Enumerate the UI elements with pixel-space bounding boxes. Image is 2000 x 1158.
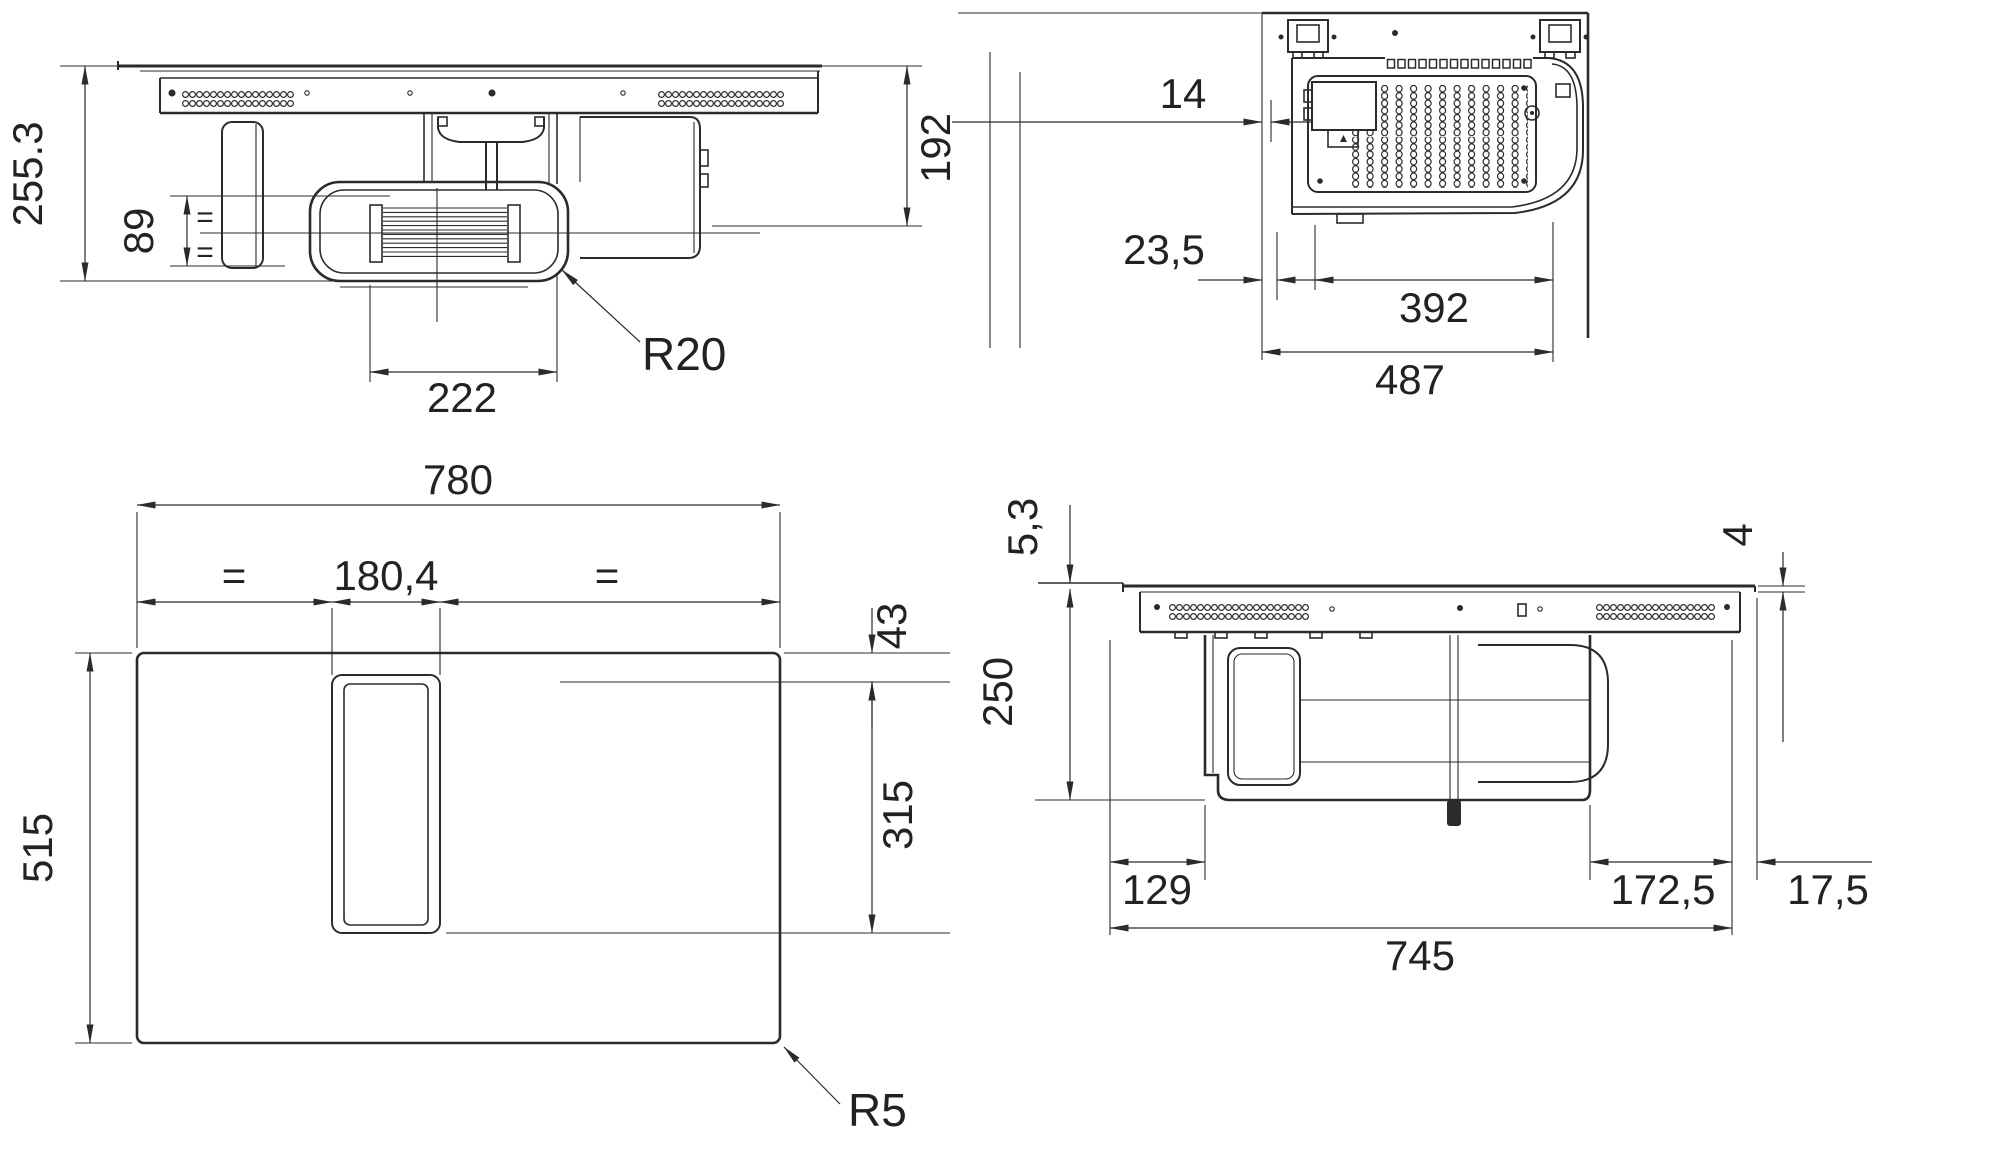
dim-glass-proud: 5,3 [999, 498, 1074, 584]
equal-mark-left: = [222, 552, 247, 599]
dim-label-780: 780 [423, 456, 493, 503]
dim-slot-position: = 180,4 = [136, 552, 781, 675]
dim-rear-gap: 17,5 [1756, 598, 1872, 913]
junction-box [1303, 81, 1377, 148]
fasteners [1524, 83, 1571, 121]
bottom-view: 14 23,5 392 487 [952, 11, 1590, 403]
dim-label-4: 4 [1714, 523, 1761, 546]
inlet-collar [423, 113, 558, 184]
radius-callout-r20: R20 [561, 269, 726, 380]
intake-slot [331, 674, 441, 934]
side-elevation-view: 5,3 250 4 129 172,5 [974, 498, 1872, 979]
dim-plate-width: 392 [1314, 222, 1554, 362]
equal-mark-bottom: = [196, 236, 214, 269]
dim-label-r5: R5 [848, 1084, 907, 1136]
dim-label-43: 43 [868, 603, 915, 650]
dim-label-250: 250 [974, 657, 1021, 727]
dim-label-255-3: 255.3 [4, 121, 51, 226]
dim-label-23-5: 23,5 [1123, 226, 1205, 273]
equal-mark-top: = [196, 201, 214, 234]
dim-width-780: 780 [136, 456, 781, 648]
vent-perforation-right [658, 90, 784, 108]
pendant-bracket [437, 116, 545, 190]
dim-label-17-5: 17,5 [1787, 866, 1869, 913]
dim-label-515: 515 [14, 813, 61, 883]
cooktop-outline [135, 651, 782, 1045]
dim-inset: 23,5 [1123, 226, 1322, 300]
dim-fan-height: 89 = = [115, 195, 390, 269]
dim-label-129: 129 [1122, 866, 1192, 913]
dim-label-315: 315 [874, 780, 921, 850]
dim-label-192: 192 [912, 113, 959, 183]
dim-overall-745: 745 [1109, 924, 1733, 979]
dim-slot-length: 315 [446, 681, 950, 934]
equal-mark-right: = [595, 552, 620, 599]
dim-label-222: 222 [427, 374, 497, 421]
dim-front-offset: 129 [1109, 640, 1206, 935]
dim-label-487: 487 [1375, 356, 1445, 403]
dim-rear-box: 172,5 [1589, 640, 1733, 935]
plan-view: 780 = 180,4 = 43 315 [14, 456, 950, 1136]
dim-fan-width: 222 [369, 274, 558, 421]
dim-overall-width: 487 [1261, 348, 1554, 403]
side-panel [221, 121, 264, 269]
hob-body [159, 71, 819, 115]
motor-housing [579, 116, 709, 259]
mounting-bracket-left [1278, 19, 1337, 59]
mounting-bracket-right [1530, 19, 1589, 59]
dim-depth-below: 250 [974, 588, 1205, 801]
dim-label-r20: R20 [642, 328, 726, 380]
dim-label-392: 392 [1399, 284, 1469, 331]
dim-edge-offset: 14 [952, 70, 1312, 142]
blower-side [1203, 603, 1609, 826]
dim-label-745: 745 [1385, 932, 1455, 979]
glass-profile [117, 61, 822, 72]
hob-body-side [1139, 592, 1741, 639]
front-elevation-view: 255.3 89 = = 222 R20 192 [4, 61, 959, 421]
dim-label-89: 89 [115, 208, 162, 255]
dim-right-height: 192 [712, 65, 959, 227]
vent-perforation-side-left [1169, 603, 1309, 621]
dim-label-14: 14 [1160, 70, 1207, 117]
radius-callout-r5: R5 [783, 1046, 907, 1136]
perforated-plate [1307, 75, 1537, 193]
dim-slot-offset: 43 [560, 603, 950, 727]
glass-profile-side [1122, 583, 1756, 593]
fan-wheel [369, 204, 521, 263]
dim-glass-thickness: 4 [1714, 523, 1805, 742]
dim-overall-height: 255.3 [4, 65, 335, 282]
dim-depth-515: 515 [14, 652, 132, 1044]
dim-label-172-5: 172,5 [1610, 866, 1715, 913]
base-body-outline [1291, 57, 1584, 224]
dim-label-5-3: 5,3 [999, 498, 1046, 556]
blower-unit [308, 180, 570, 288]
vent-perforation-left [182, 90, 294, 108]
vent-perforation-side-right [1596, 603, 1715, 621]
glass-outline [958, 11, 1590, 360]
centerlines [200, 188, 760, 322]
dim-label-180-4: 180,4 [333, 552, 438, 599]
